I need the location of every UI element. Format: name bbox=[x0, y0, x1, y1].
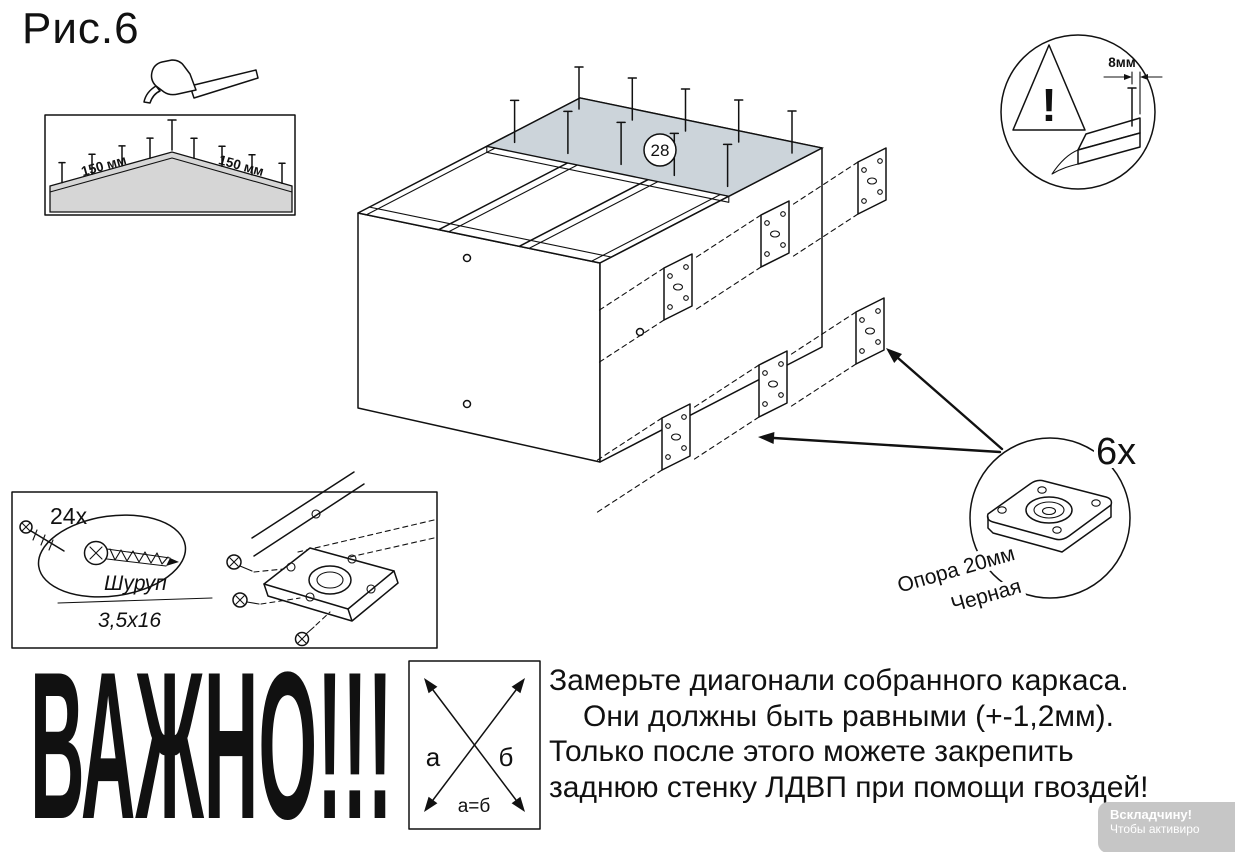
foot-support-detail: 6x Опора 20мм Черная bbox=[891, 427, 1140, 621]
instruction-line: Они должны быть равными (+-1,2мм). bbox=[583, 699, 1114, 733]
support-color-label: Черная bbox=[948, 575, 1024, 617]
nail-offset-label: 8мм bbox=[1108, 55, 1135, 70]
part-number-label: 28 bbox=[651, 141, 670, 160]
instruction-text: Замерьте диагонали собранного каркаса. О… bbox=[549, 663, 1149, 805]
back-panel: 28 bbox=[484, 66, 825, 203]
watermark-line: Чтобы активиро bbox=[1110, 822, 1200, 836]
pointer-arrows bbox=[758, 348, 1004, 454]
important-headline: ВАЖНО!!! bbox=[30, 628, 393, 852]
screw-size-label: 3,5х16 bbox=[98, 609, 161, 632]
warning-exclamation: ! bbox=[1041, 79, 1056, 131]
part-number-badge bbox=[643, 133, 677, 167]
diagonal-check-diagram: а б а=б bbox=[408, 660, 541, 830]
support-count-label: 6x bbox=[1096, 431, 1136, 473]
instruction-line: заднюю стенку ЛДВП при помощи гвоздей! bbox=[549, 770, 1149, 804]
screw-name-label: Шуруп bbox=[104, 572, 167, 595]
screw-icon bbox=[83, 540, 179, 567]
diagonal-a-label: а bbox=[426, 742, 441, 772]
screw-count-label: 24x bbox=[50, 503, 88, 529]
instruction-line: Только после этого можете закрепить bbox=[549, 735, 1074, 768]
watermark-line: Вскладчину! bbox=[1110, 807, 1192, 822]
foot-mounting-closeup bbox=[226, 471, 435, 647]
nail-offset-warning-detail: ! 8мм bbox=[1000, 34, 1163, 190]
nails-back-row bbox=[574, 66, 797, 154]
nail-spacing-detail: 150 мм 150 мм bbox=[44, 59, 296, 216]
instruction-line: Замерьте диагонали собранного каркаса. bbox=[549, 664, 1129, 697]
watermark: Вскладчину! Чтобы активиро bbox=[1098, 802, 1235, 852]
warning-triangle-icon bbox=[1012, 44, 1086, 131]
small-screw-icon bbox=[19, 520, 65, 552]
screw-mounting-detail: 24x Шуруп 3,5х16 bbox=[11, 471, 438, 649]
cabinet-assembly-drawing: 28 bbox=[357, 66, 887, 514]
diagonal-b-label: б bbox=[499, 742, 514, 772]
figure-title: Рис.6 bbox=[22, 4, 140, 53]
diagonal-equality-label: а=б bbox=[458, 796, 491, 817]
hammer-icon bbox=[143, 59, 259, 104]
foot-support-part bbox=[986, 479, 1113, 553]
